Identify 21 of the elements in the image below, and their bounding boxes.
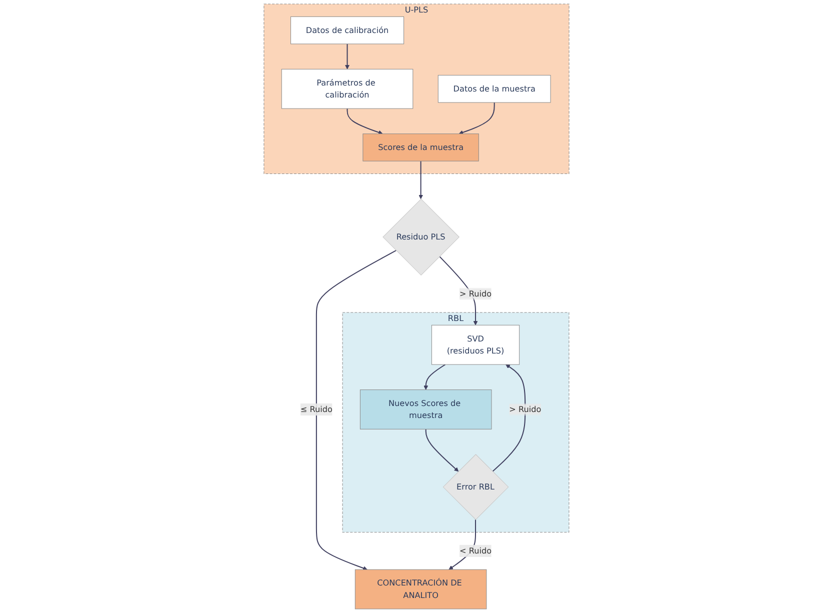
node-box: Scores de la muestra [362,134,479,162]
node-box: Parámetros de calibración [281,68,414,109]
edge-label: > Ruido [509,404,542,414]
node-diamond: Residuo PLS [382,198,460,276]
edge-label: < Ruido [460,546,492,556]
node-box: Datos de calibración [290,16,404,44]
arrow [458,102,495,135]
arrow [492,364,526,472]
edge-label: ≤ Ruido [300,404,332,414]
arrow [316,250,396,570]
node-box: SVD (residuos PLS) [431,324,520,365]
node-box: CONCENTRACIÓN DE ANALITO [354,569,487,610]
node-diamond: Error RBL [442,454,509,520]
arrow [424,364,446,390]
arrow [425,429,459,472]
arrow [345,44,350,70]
node-box: Nuevos Scores de muestra [360,390,492,430]
edge-label: > Ruido [460,288,492,298]
node-box: Datos de la muestra [438,74,551,103]
arrow [346,108,383,135]
arrow [418,161,424,200]
